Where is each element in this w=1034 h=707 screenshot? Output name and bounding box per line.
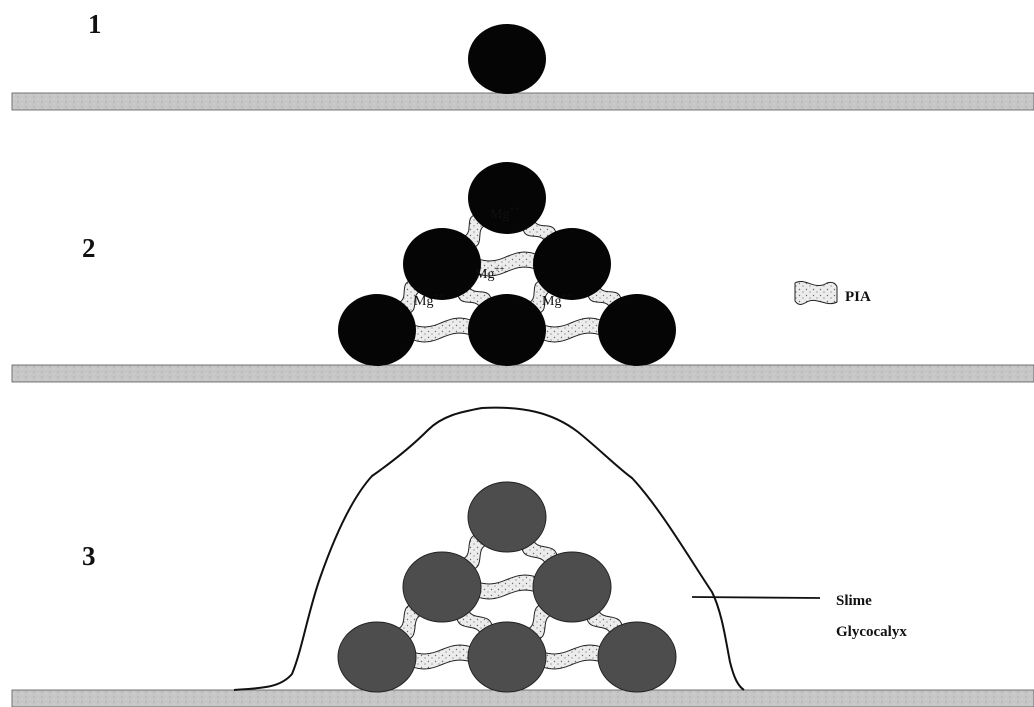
pia-link-s2-h0-0 — [406, 317, 478, 343]
callout-slime: Slime — [836, 593, 872, 609]
pia-link-s3-h0-1 — [535, 644, 609, 670]
stage-1-cell — [468, 24, 546, 94]
bacterial-cells — [337, 24, 677, 693]
stage-3-label: 3 — [82, 541, 96, 571]
stage-2-label: 2 — [82, 233, 96, 263]
callout-line — [691, 596, 821, 599]
pia-legend-label: PIA — [845, 289, 871, 305]
stage-3-cell — [337, 621, 417, 693]
pia-legend-swatch — [794, 281, 838, 305]
stage-3-cell — [467, 481, 547, 553]
pia-link-s3-h0-0 — [405, 644, 479, 670]
stage-2-cell — [598, 294, 676, 366]
stage-3-cell — [467, 621, 547, 693]
callout-glycocalyx: Glycocalyx — [836, 624, 907, 640]
stage-1-label: 1 — [88, 9, 102, 39]
pia-link-s2-h0-1 — [536, 317, 608, 343]
mg-ion-label: Mg++ — [414, 291, 444, 309]
stage-2-cell — [403, 228, 481, 300]
stage-3-cell — [597, 621, 677, 693]
mg-ion-label: Mg++ — [490, 204, 520, 222]
stage-3-cell — [532, 551, 612, 623]
surface-3 — [11, 689, 1034, 707]
pia-legend: PIA — [794, 281, 871, 305]
mg-ion-labels: Mg++ Mg++ Mg++ Mg++ — [414, 204, 572, 309]
slime-glycocalyx-outline — [233, 406, 745, 691]
stage-2-cell — [468, 162, 546, 234]
stage-2-cell — [533, 228, 611, 300]
stage-2-cell — [338, 294, 416, 366]
surface-1 — [11, 92, 1034, 111]
mg-ion-label: Mg++ — [475, 264, 505, 282]
pia-link-s3-h1-0 — [470, 574, 544, 600]
surface-2 — [11, 364, 1034, 383]
mg-ion-label: Mg++ — [542, 291, 572, 309]
stage-3-cell — [402, 551, 482, 623]
stage-2-cell — [468, 294, 546, 366]
